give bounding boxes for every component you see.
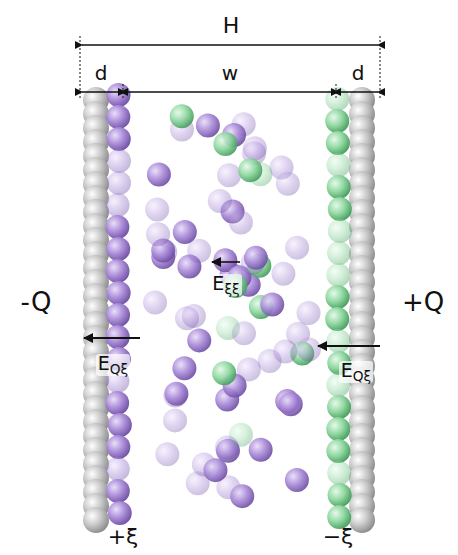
ion-sphere <box>326 439 350 463</box>
ion-sphere <box>285 468 309 492</box>
ion-sphere <box>297 338 321 362</box>
diagram-label: w <box>222 63 238 83</box>
ion-sphere <box>106 237 130 261</box>
diagram-label: +ξ <box>108 526 139 548</box>
ion-sphere <box>106 83 130 107</box>
diagram-label: +Q <box>402 289 444 315</box>
ion-sphere <box>327 461 351 485</box>
ion-sphere <box>107 171 131 195</box>
ion-sphere <box>106 457 130 481</box>
ion-sphere <box>107 127 131 151</box>
ion-sphere <box>217 163 241 187</box>
ion-sphere <box>244 246 268 270</box>
ion-sphere <box>164 382 188 406</box>
ion-sphere <box>249 438 273 462</box>
ion-sphere <box>238 158 262 182</box>
ion-sphere <box>106 435 130 459</box>
ion-sphere <box>145 197 169 221</box>
diagram-label: EQξ <box>339 361 373 384</box>
ion-sphere <box>328 197 352 221</box>
ion-sphere <box>182 304 206 328</box>
diagram-label: Eξξ <box>210 274 241 297</box>
ion-sphere <box>326 153 350 177</box>
ion-sphere <box>196 114 220 138</box>
ion-sphere <box>271 262 295 286</box>
ion-sphere <box>106 303 130 327</box>
ion-sphere <box>172 356 196 380</box>
ion-sphere <box>279 392 303 416</box>
ion-sphere <box>325 87 349 111</box>
ion-sphere <box>327 241 351 265</box>
ion-sphere <box>146 222 170 246</box>
diagram-label: EQξ <box>96 354 130 377</box>
ion-sphere <box>108 413 132 437</box>
ion-sphere <box>208 189 232 213</box>
ion-sphere <box>213 132 237 156</box>
ion-sphere <box>108 501 132 525</box>
ion-sphere <box>328 483 352 507</box>
ion-sphere <box>107 149 131 173</box>
diagram-label: d <box>95 63 108 83</box>
ion-sphere <box>276 172 300 196</box>
ion-sphere <box>187 239 211 263</box>
ion-sphere <box>215 436 239 460</box>
ion-sphere <box>106 259 130 283</box>
ion-sphere <box>297 301 321 325</box>
ion-sphere <box>229 210 253 234</box>
ion-sphere <box>325 109 349 133</box>
ion-sphere <box>326 131 350 155</box>
ion-sphere <box>237 357 261 381</box>
ion-sphere <box>105 215 129 239</box>
ion-sphere <box>326 417 350 441</box>
ion-sphere <box>326 263 350 287</box>
ion-sphere <box>328 219 352 243</box>
ion-sphere <box>327 395 351 419</box>
ion-sphere <box>105 391 129 415</box>
ion-sphere <box>325 285 349 309</box>
diagram-label: d <box>352 63 365 83</box>
diagram-label: −ξ <box>323 526 354 548</box>
ion-sphere <box>325 307 349 331</box>
diagram-label: -Q <box>21 289 52 315</box>
ion-sphere <box>83 507 109 533</box>
ion-sphere <box>163 408 187 432</box>
ion-sphere <box>212 361 236 385</box>
ion-sphere <box>203 458 227 482</box>
ion-sphere <box>327 175 351 199</box>
ion-sphere <box>170 104 194 128</box>
ion-sphere <box>106 105 130 129</box>
ion-sphere <box>230 484 254 508</box>
ion-sphere <box>107 281 131 305</box>
ion-sphere <box>106 479 130 503</box>
diagram-label: H <box>223 15 240 37</box>
ion-sphere <box>187 328 211 352</box>
ion-sphere <box>273 339 297 363</box>
ion-sphere <box>143 291 167 315</box>
ion-sphere <box>232 321 256 345</box>
ion-sphere <box>285 236 309 260</box>
ion-sphere <box>155 442 179 466</box>
ion-sphere <box>106 193 130 217</box>
ion-sphere <box>326 329 350 353</box>
ion-sphere <box>147 162 171 186</box>
ion-sphere <box>260 292 284 316</box>
